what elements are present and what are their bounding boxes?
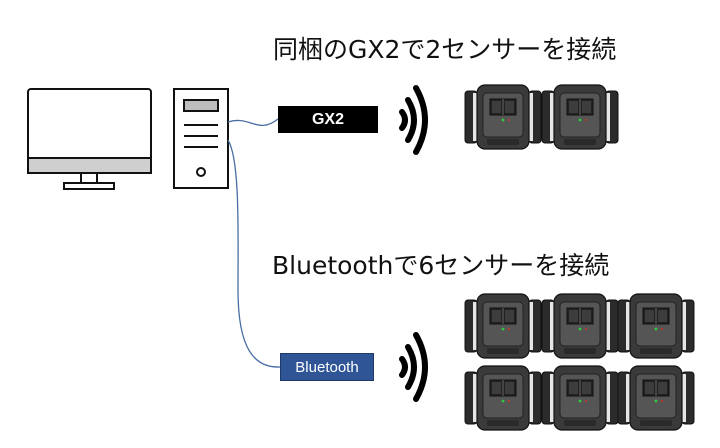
sensor-device-icon (464, 293, 542, 359)
bluetooth-dongle-label: Bluetooth (280, 353, 374, 381)
sensor-device-icon (541, 84, 619, 150)
sensor-device-icon (617, 365, 695, 431)
wireless-signal-icon (402, 88, 425, 152)
gx2-heading: 同梱のGX2で2センサーを接続 (273, 35, 617, 64)
wireless-signal-icon (402, 335, 425, 399)
sensor-device-icon (541, 365, 619, 431)
sensor-device-icon (617, 293, 695, 359)
sensor-device-icon (464, 84, 542, 150)
bluetooth-heading: Bluetoothで6センサーを接続 (272, 251, 610, 280)
sensor-device-icon (464, 365, 542, 431)
gx2-dongle-label: GX2 (278, 106, 378, 133)
gx2-cable (227, 118, 279, 126)
pc-tower-icon (173, 88, 229, 189)
sensor-device-icon (541, 293, 619, 359)
monitor-icon (27, 88, 152, 190)
bluetooth-cable (227, 139, 281, 368)
